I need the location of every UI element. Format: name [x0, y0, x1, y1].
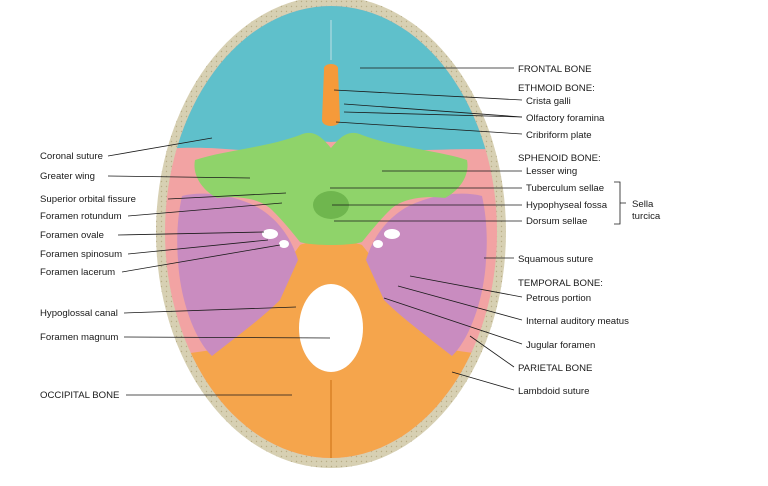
leader-lambdoid-suture: [451, 371, 515, 391]
label-internal-auditory-meatus: Internal auditory meatus: [526, 316, 629, 327]
label-foramen-lacerum: Foramen lacerum: [40, 267, 115, 278]
foramen-ovale-left: [262, 229, 278, 239]
leader-hypoglossal-canal: [123, 306, 297, 314]
label-sphenoid-bone: SPHENOID BONE:: [518, 153, 601, 164]
leader-cribriform-plate: [335, 121, 523, 135]
sella-turcica-shape: [313, 191, 349, 219]
leader-internal-auditory-meatus: [397, 285, 523, 321]
leader-greater-wing: [107, 175, 251, 179]
sella-turcica-bracket: [614, 181, 626, 225]
left-labels: Coronal suture Greater wing Superior orb…: [40, 151, 136, 401]
label-lambdoid-suture: Lambdoid suture: [518, 386, 589, 397]
label-sella: Sella: [632, 199, 654, 210]
label-ethmoid-bone: ETHMOID BONE:: [518, 83, 595, 94]
leader-superior-orbital-fissure: [167, 192, 287, 200]
leader-foramen-magnum: [123, 336, 331, 339]
label-cribriform-plate: Cribriform plate: [526, 130, 592, 141]
leader-olfactory-foramina-1: [343, 103, 523, 118]
label-petrous-portion: Petrous portion: [526, 293, 591, 304]
label-tuberculum-sellae: Tuberculum sellae: [526, 183, 604, 194]
leader-coronal-suture: [107, 137, 213, 157]
label-greater-wing: Greater wing: [40, 171, 95, 182]
label-superior-orbital-fissure: Superior orbital fissure: [40, 194, 136, 205]
leader-foramen-spinosum: [127, 239, 269, 255]
label-foramen-ovale: Foramen ovale: [40, 230, 104, 241]
label-temporal-bone: TEMPORAL BONE:: [518, 278, 603, 289]
leader-foramen-lacerum: [121, 244, 281, 273]
leader-jugular-foramen: [383, 297, 523, 345]
leader-foramen-rotundum: [127, 202, 283, 217]
leader-foramen-ovale: [117, 231, 265, 236]
label-lesser-wing: Lesser wing: [526, 166, 577, 177]
cranial-floor: [165, 6, 497, 458]
ethmoid-bone-region: [322, 64, 340, 126]
label-hypophyseal-fossa: Hypophyseal fossa: [526, 200, 608, 211]
label-dorsum-sellae: Dorsum sellae: [526, 216, 587, 227]
label-coronal-suture: Coronal suture: [40, 151, 103, 162]
label-squamous-suture: Squamous suture: [518, 254, 593, 265]
label-occipital-bone: OCCIPITAL BONE: [40, 390, 119, 401]
foramen-ovale-right: [384, 229, 400, 239]
leader-olfactory-foramina-2: [343, 111, 523, 118]
foramen-magnum-opening: [299, 284, 363, 372]
foramen-lacerum-right: [373, 240, 383, 248]
label-foramen-spinosum: Foramen spinosum: [40, 249, 122, 260]
leader-parietal-bone: [469, 335, 515, 368]
label-foramen-rotundum: Foramen rotundum: [40, 211, 122, 222]
label-crista-galli: Crista galli: [526, 96, 571, 107]
label-turcica: turcica: [632, 211, 661, 222]
sphenoid-bone-region: [194, 132, 468, 245]
label-olfactory-foramina: Olfactory foramina: [526, 113, 605, 124]
label-frontal-bone: FRONTAL BONE: [518, 64, 592, 75]
leader-petrous-portion: [409, 275, 523, 298]
label-parietal-bone: PARIETAL BONE: [518, 363, 592, 374]
label-foramen-magnum: Foramen magnum: [40, 332, 118, 343]
foramen-lacerum-left: [279, 240, 289, 248]
label-jugular-foramen: Jugular foramen: [526, 340, 595, 351]
right-labels: FRONTAL BONE ETHMOID BONE: Crista galli …: [518, 64, 661, 397]
label-hypoglossal-canal: Hypoglossal canal: [40, 308, 118, 319]
leader-crista-galli: [333, 89, 523, 101]
leader-lines: [107, 67, 626, 396]
